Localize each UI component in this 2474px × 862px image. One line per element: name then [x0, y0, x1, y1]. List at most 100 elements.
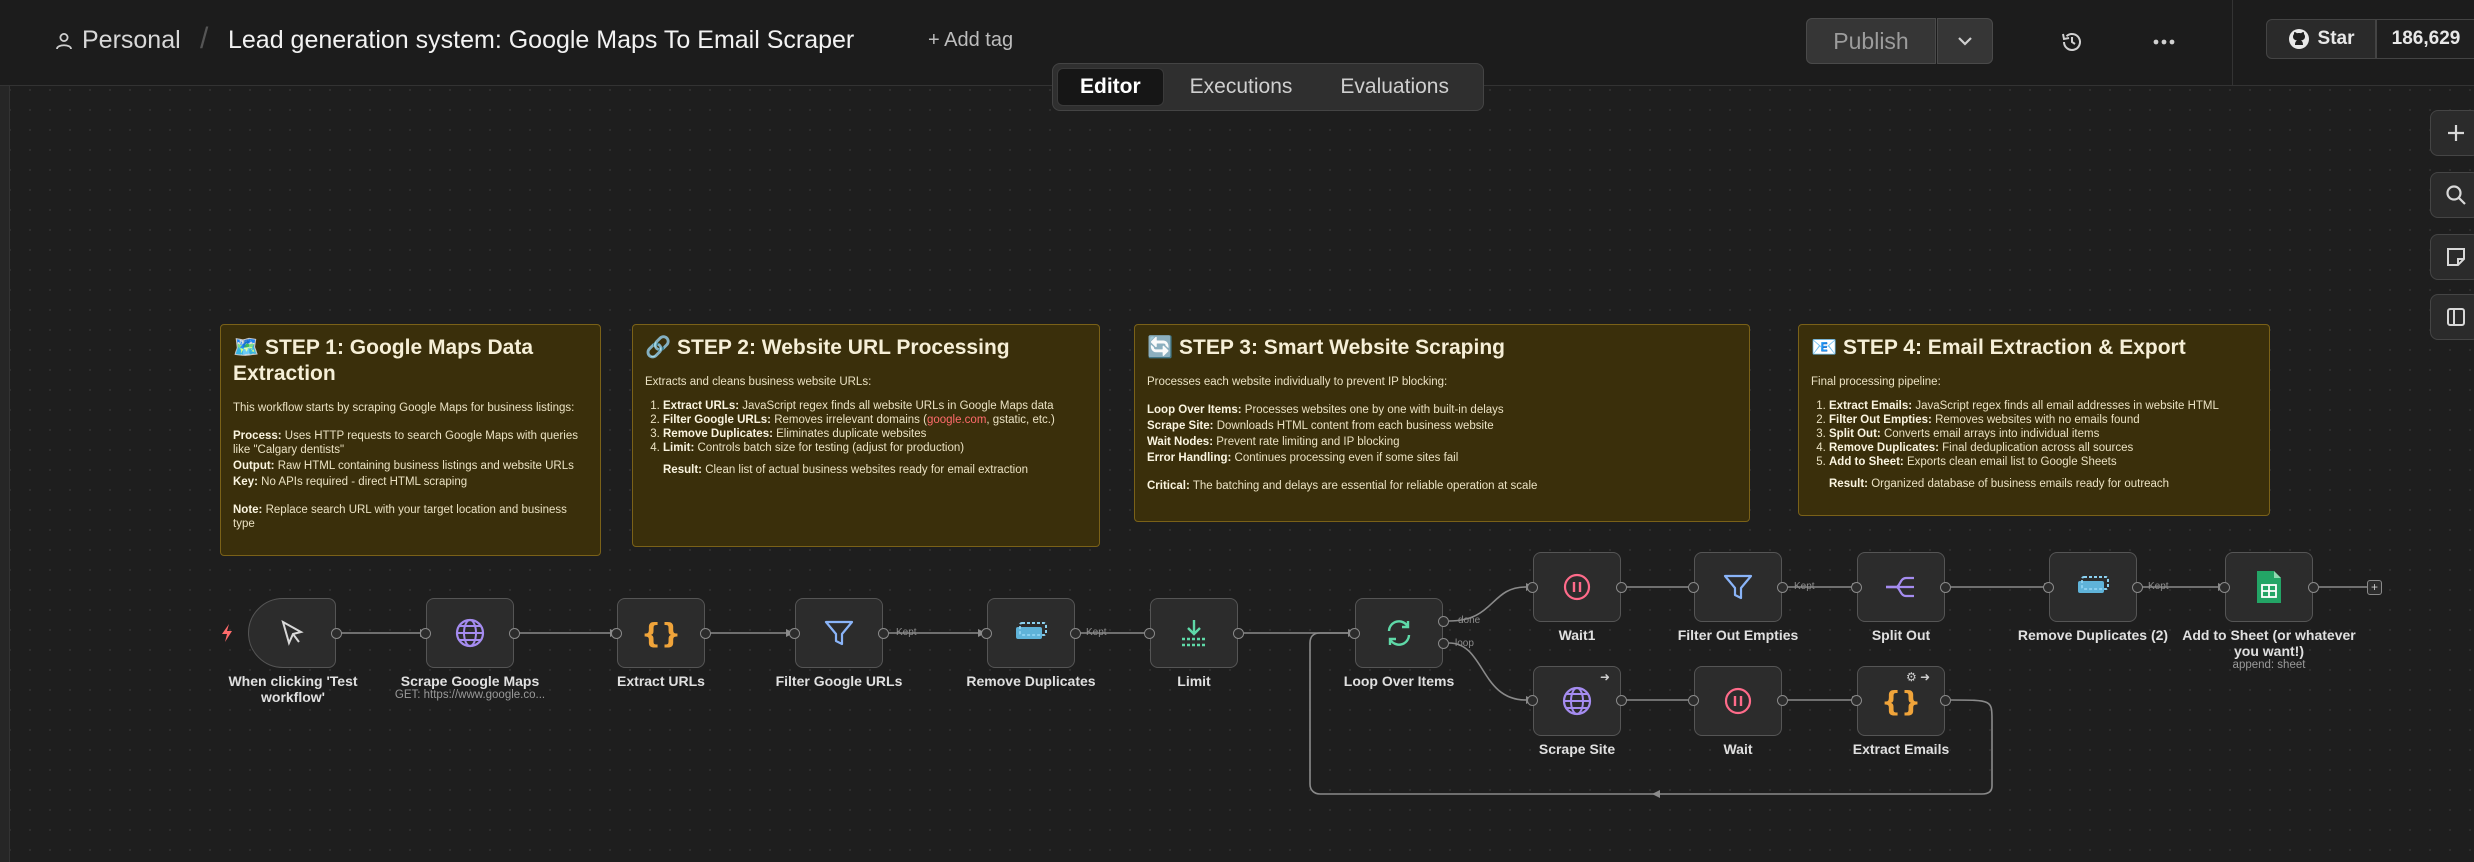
history-button[interactable]: [2054, 24, 2090, 60]
input-port[interactable]: [1527, 695, 1538, 706]
output-port-loop[interactable]: [1438, 638, 1449, 649]
add-next-node-button[interactable]: +: [2367, 580, 2382, 595]
output-port[interactable]: [1233, 628, 1244, 639]
limit-icon: [1182, 620, 1206, 647]
connection-loop-done[interactable]: [1448, 586, 1527, 622]
google-link[interactable]: google.com: [926, 414, 987, 426]
input-port[interactable]: [981, 628, 992, 639]
github-icon: [2288, 29, 2309, 49]
input-port[interactable]: [1349, 628, 1360, 639]
sticky-note-step2[interactable]: 🔗 STEP 2: Website URL Processing Extract…: [632, 324, 1100, 547]
publish-button[interactable]: Publish: [1806, 18, 1936, 64]
add-node-button[interactable]: [2430, 110, 2474, 156]
output-port[interactable]: [1616, 695, 1627, 706]
input-port[interactable]: [2219, 582, 2230, 593]
node-split-out-label: Split Out: [1871, 627, 1931, 643]
output-port[interactable]: [1940, 695, 1951, 706]
filter-icon: [824, 620, 854, 646]
node-filter-google-urls[interactable]: [795, 598, 883, 668]
step1-title: 🗺️ STEP 1: Google Maps Data Extraction: [233, 335, 588, 387]
step4-result: Result: Organized database of business e…: [1811, 477, 2257, 491]
node-add-to-sheet[interactable]: [2225, 552, 2313, 622]
node-trigger[interactable]: [248, 598, 336, 668]
toggle-panel-button[interactable]: [2430, 294, 2474, 340]
globe-icon: [1562, 686, 1592, 716]
tab-evaluations[interactable]: Evaluations: [1340, 75, 1449, 98]
input-port[interactable]: [1688, 695, 1699, 706]
node-loop-over-items[interactable]: [1355, 598, 1443, 668]
breadcrumb-personal[interactable]: Personal: [54, 26, 181, 55]
node-remove-duplicates[interactable]: [987, 598, 1075, 668]
connection-label-kept: Kept: [1794, 581, 1815, 592]
output-port[interactable]: [878, 628, 889, 639]
cursor-icon: [281, 619, 304, 646]
input-port[interactable]: [420, 628, 431, 639]
node-filter-out-empties[interactable]: [1694, 552, 1782, 622]
output-port[interactable]: [1777, 695, 1788, 706]
workflow-title[interactable]: Lead generation system: Google Maps To E…: [228, 26, 855, 54]
node-wait1[interactable]: [1533, 552, 1621, 622]
filter-icon: [1723, 574, 1753, 600]
step4-item-text: Converts email arrays into individual it…: [1883, 428, 2100, 440]
sheets-icon: [2257, 571, 2281, 603]
node-wait-label: Wait: [1723, 741, 1753, 757]
node-split-out[interactable]: [1857, 552, 1945, 622]
output-port[interactable]: [331, 628, 342, 639]
input-port[interactable]: [1688, 582, 1699, 593]
output-port[interactable]: [509, 628, 520, 639]
output-port[interactable]: [1777, 582, 1788, 593]
github-star-count[interactable]: 186,629: [2376, 19, 2474, 59]
step4-item-label: Extract Emails:: [1829, 400, 1913, 412]
input-port[interactable]: [611, 628, 622, 639]
output-port-done[interactable]: [1438, 616, 1449, 627]
more-options-button[interactable]: [2146, 24, 2182, 60]
input-port[interactable]: [1527, 582, 1538, 593]
step1-key-text: No APIs required - direct HTML scraping: [261, 476, 468, 488]
connection-extract-emails-loopback[interactable]: [1309, 632, 1993, 795]
output-port[interactable]: [700, 628, 711, 639]
connection-loop-loop[interactable]: [1448, 642, 1527, 701]
add-sticky-note-button[interactable]: [2430, 234, 2474, 280]
input-port[interactable]: [1851, 695, 1862, 706]
input-port[interactable]: [2043, 582, 2054, 593]
step4-item-label: Add to Sheet:: [1829, 456, 1904, 468]
output-port[interactable]: [1070, 628, 1081, 639]
trigger-lightning-icon: [222, 624, 232, 642]
sticky-note-step3[interactable]: 🔄 STEP 3: Smart Website Scraping Process…: [1134, 324, 1750, 522]
node-extract-emails[interactable]: {}: [1857, 666, 1945, 736]
step1-output: Output: Raw HTML containing business lis…: [233, 459, 588, 473]
output-port[interactable]: [2308, 582, 2319, 593]
node-scrape-site[interactable]: [1533, 666, 1621, 736]
sticky-note-step4[interactable]: 📧 STEP 4: Email Extraction & Export Fina…: [1798, 324, 2270, 516]
sticky-note-step1[interactable]: 🗺️ STEP 1: Google Maps Data Extraction T…: [220, 324, 601, 556]
github-star-button[interactable]: Star: [2266, 19, 2376, 59]
output-port[interactable]: [1616, 582, 1627, 593]
node-limit[interactable]: [1150, 598, 1238, 668]
step2-title: 🔗 STEP 2: Website URL Processing: [645, 335, 1087, 361]
step1-key: Key: No APIs required - direct HTML scra…: [233, 475, 588, 489]
step3-line-label: Error Handling:: [1147, 452, 1232, 464]
step4-item-label: Filter Out Empties:: [1829, 414, 1932, 426]
node-extract-urls[interactable]: {}: [617, 598, 705, 668]
node-remove-duplicates-2[interactable]: [2049, 552, 2137, 622]
output-port[interactable]: [1940, 582, 1951, 593]
input-port[interactable]: [789, 628, 800, 639]
output-port[interactable]: [2132, 582, 2143, 593]
step2-item-text: JavaScript regex finds all website URLs …: [742, 400, 1054, 412]
tab-editor[interactable]: Editor: [1057, 68, 1164, 106]
add-tag-button[interactable]: + Add tag: [928, 29, 1014, 51]
step2-item-label: Extract URLs:: [663, 400, 740, 412]
node-status-icons: ⚙ ➜: [1906, 670, 1931, 684]
input-port[interactable]: [1144, 628, 1155, 639]
input-port[interactable]: [1851, 582, 1862, 593]
publish-dropdown-button[interactable]: [1937, 18, 1993, 64]
search-nodes-button[interactable]: [2430, 172, 2474, 218]
step4-item-text: Final deduplication across all sources: [1942, 442, 2134, 454]
step3-line: Scrape Site: Downloads HTML content from…: [1147, 419, 1737, 433]
node-extract-emails-label: Extract Emails: [1852, 741, 1950, 757]
tab-executions[interactable]: Executions: [1189, 75, 1293, 98]
node-scrape-google-maps[interactable]: [426, 598, 514, 668]
node-wait[interactable]: [1694, 666, 1782, 736]
connection-label-kept: Kept: [2148, 581, 2169, 592]
step3-critical-label: Critical:: [1147, 480, 1190, 492]
